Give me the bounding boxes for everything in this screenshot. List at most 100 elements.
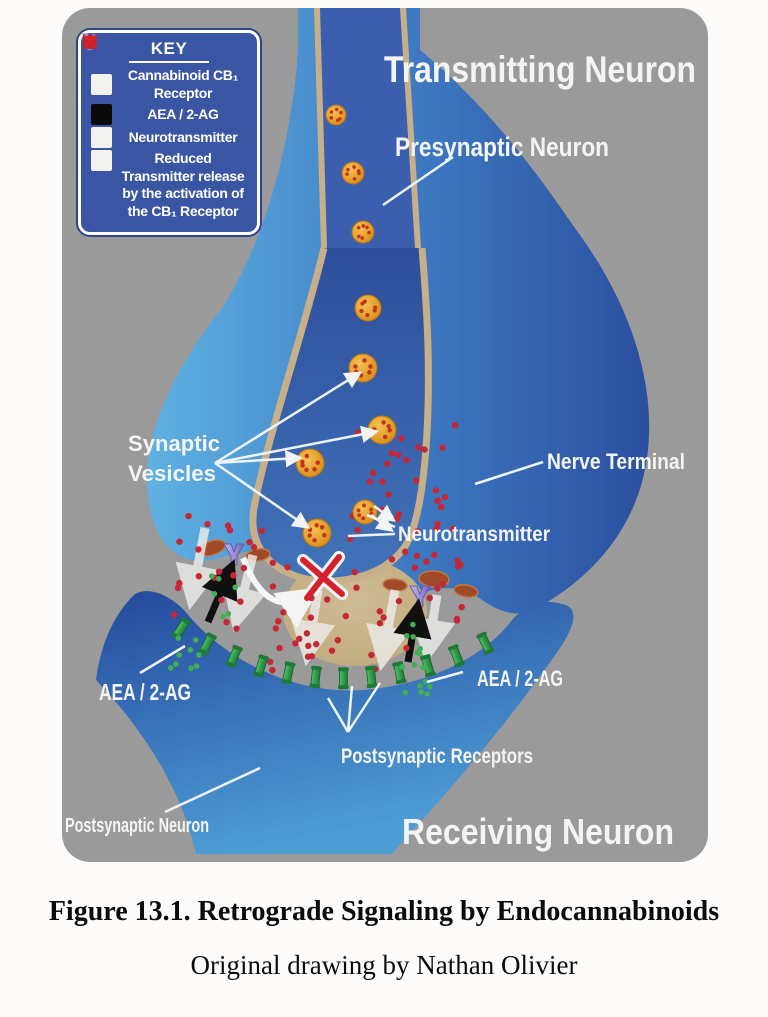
neurotransmitter-dot xyxy=(413,552,421,559)
vesicle-content-dot xyxy=(367,370,372,375)
postsynaptic-receptor xyxy=(392,661,407,685)
transmitter-release-arrows xyxy=(175,527,456,672)
neurotransmitter-dot xyxy=(237,598,244,605)
label-postsynaptic-receptors: Postsynaptic Receptors xyxy=(341,745,533,768)
vesicle-content-dot xyxy=(319,524,325,530)
synaptic-vesicle xyxy=(351,220,375,244)
aea-2ag-dot xyxy=(420,664,426,671)
neurotransmitter-dot xyxy=(423,558,430,565)
vesicle-content-dot xyxy=(369,507,374,512)
reduced-transmitter-icon xyxy=(82,34,112,171)
vesicle-content-dot xyxy=(329,116,334,120)
neurotransmitter-dot xyxy=(269,583,277,590)
vesicle-bag xyxy=(249,247,432,585)
postsynaptic-receptor xyxy=(447,644,466,668)
vesicle-content-dot xyxy=(360,236,365,240)
neurotransmitter-dot xyxy=(403,456,410,464)
neurotransmitter-dot xyxy=(308,652,316,660)
neurotransmitter-dot xyxy=(258,527,265,534)
postsynaptic-receptor xyxy=(364,665,378,689)
vesicle-content-dot xyxy=(361,516,366,521)
vesicle-content-dot xyxy=(373,305,378,310)
vesicle-content-dot xyxy=(346,167,350,172)
neurotransmitter-dot xyxy=(313,640,320,648)
neurotransmitter-dot xyxy=(334,636,342,644)
label-receiving-neuron: Receiving Neuron xyxy=(402,811,674,852)
vesicle-content-dot xyxy=(367,230,371,235)
aea-2ag-dot xyxy=(417,645,424,652)
neurotransmitter-dot xyxy=(368,651,375,659)
neurotransmitter-dot xyxy=(185,512,192,520)
neurotransmitter-dot xyxy=(426,594,433,602)
aea-2ag-dot xyxy=(418,689,424,695)
aea-2ag-dot xyxy=(187,647,194,653)
neurotransmitter-dot xyxy=(451,422,459,429)
neurotransmitter-dot xyxy=(376,608,383,615)
aea-2ag-icon xyxy=(83,35,112,125)
aea-2ag-dot xyxy=(426,683,433,690)
neurotransmitter-dot xyxy=(434,525,441,533)
neurotransmitter-dot xyxy=(414,444,422,451)
neurotransmitter-dot xyxy=(246,538,253,546)
neurotransmitter-dot xyxy=(403,644,410,652)
postsynaptic-receptor xyxy=(253,654,270,678)
neurotransmitter-dot xyxy=(303,630,311,637)
key-item-label: AEA / 2-AG xyxy=(147,105,219,122)
aea-2ag-dot xyxy=(193,663,200,669)
vesicle-content-dot xyxy=(352,165,356,169)
neurotransmitter-dot xyxy=(275,618,282,625)
synaptic-vesicle xyxy=(295,448,325,478)
aea-2ag-dot xyxy=(196,652,202,658)
neurotransmitter-dot xyxy=(218,596,225,604)
vesicle-content-dot xyxy=(304,453,310,459)
neurotransmitter-dot xyxy=(354,526,361,534)
postsynaptic-receptor xyxy=(198,632,217,656)
vesicle-content-dot xyxy=(335,118,340,123)
neurotransmitter-dot xyxy=(379,478,386,485)
label-aea-2ag-left: AEA / 2-AG xyxy=(99,679,191,705)
vesicle-content-dot xyxy=(382,434,388,440)
neurotransmitter-dot xyxy=(174,584,182,592)
label-neurotransmitter: Neurotransmitter xyxy=(398,523,550,546)
neurotransmitter-dot xyxy=(432,487,440,494)
label-synaptic-vesicles-1: Synaptic xyxy=(128,431,220,456)
neurotransmitter-dot xyxy=(395,511,402,518)
neurotransmitter-dot xyxy=(176,538,183,545)
vesicle-content-dot xyxy=(354,369,359,374)
neurotransmitter-dot xyxy=(414,527,421,535)
aea-2ag-dot xyxy=(410,634,416,640)
vesicle-content-dot xyxy=(329,110,334,114)
vesicle-content-dot xyxy=(312,538,317,543)
presynaptic-membrane-ovals xyxy=(197,539,479,599)
neurotransmitter-dot xyxy=(342,612,349,620)
neurotransmitter-dot xyxy=(388,449,396,457)
vesicle-content-dot xyxy=(307,527,313,532)
vesicle-content-dot xyxy=(362,358,367,363)
vesicle-content-dot xyxy=(356,169,361,173)
aea-2ag-dot xyxy=(422,678,429,685)
aea-2ag-dots xyxy=(167,573,433,697)
vesicle-content-dot xyxy=(365,313,370,318)
vesicle-content-dot xyxy=(300,459,305,465)
aea-2ag-dot xyxy=(215,576,222,582)
neurotransmitter-dot xyxy=(353,584,360,591)
axon-channel xyxy=(320,8,418,257)
neurotransmitter-dot xyxy=(421,446,428,453)
aea-2ag-dot xyxy=(410,621,416,628)
neurotransmitter-dot xyxy=(307,614,315,621)
key-title: KEY xyxy=(85,39,253,63)
neurotransmitter-dot xyxy=(434,585,441,592)
neurotransmitter-dot xyxy=(351,568,358,576)
synaptic-vesicle xyxy=(341,161,365,185)
aea-2ag-dot xyxy=(167,665,174,671)
key-item-label: Cannabinoid CB₁ Receptor xyxy=(127,67,239,101)
cb1-receptor-icon xyxy=(82,33,112,95)
axon-channel-wall-right xyxy=(400,8,421,249)
vesicle-content-dot xyxy=(357,234,361,239)
synapse-illustration: Transmitting Neuron Presynaptic Neuron S… xyxy=(65,8,696,854)
postsynaptic-receptors-group xyxy=(171,617,495,690)
aea-2ag-dot xyxy=(208,573,215,579)
neurotransmitter-dot xyxy=(195,573,203,580)
neurotransmitter-dot xyxy=(308,594,315,602)
key-legend: KEY Cannabinoid CB₁ Receptor xyxy=(78,30,260,235)
